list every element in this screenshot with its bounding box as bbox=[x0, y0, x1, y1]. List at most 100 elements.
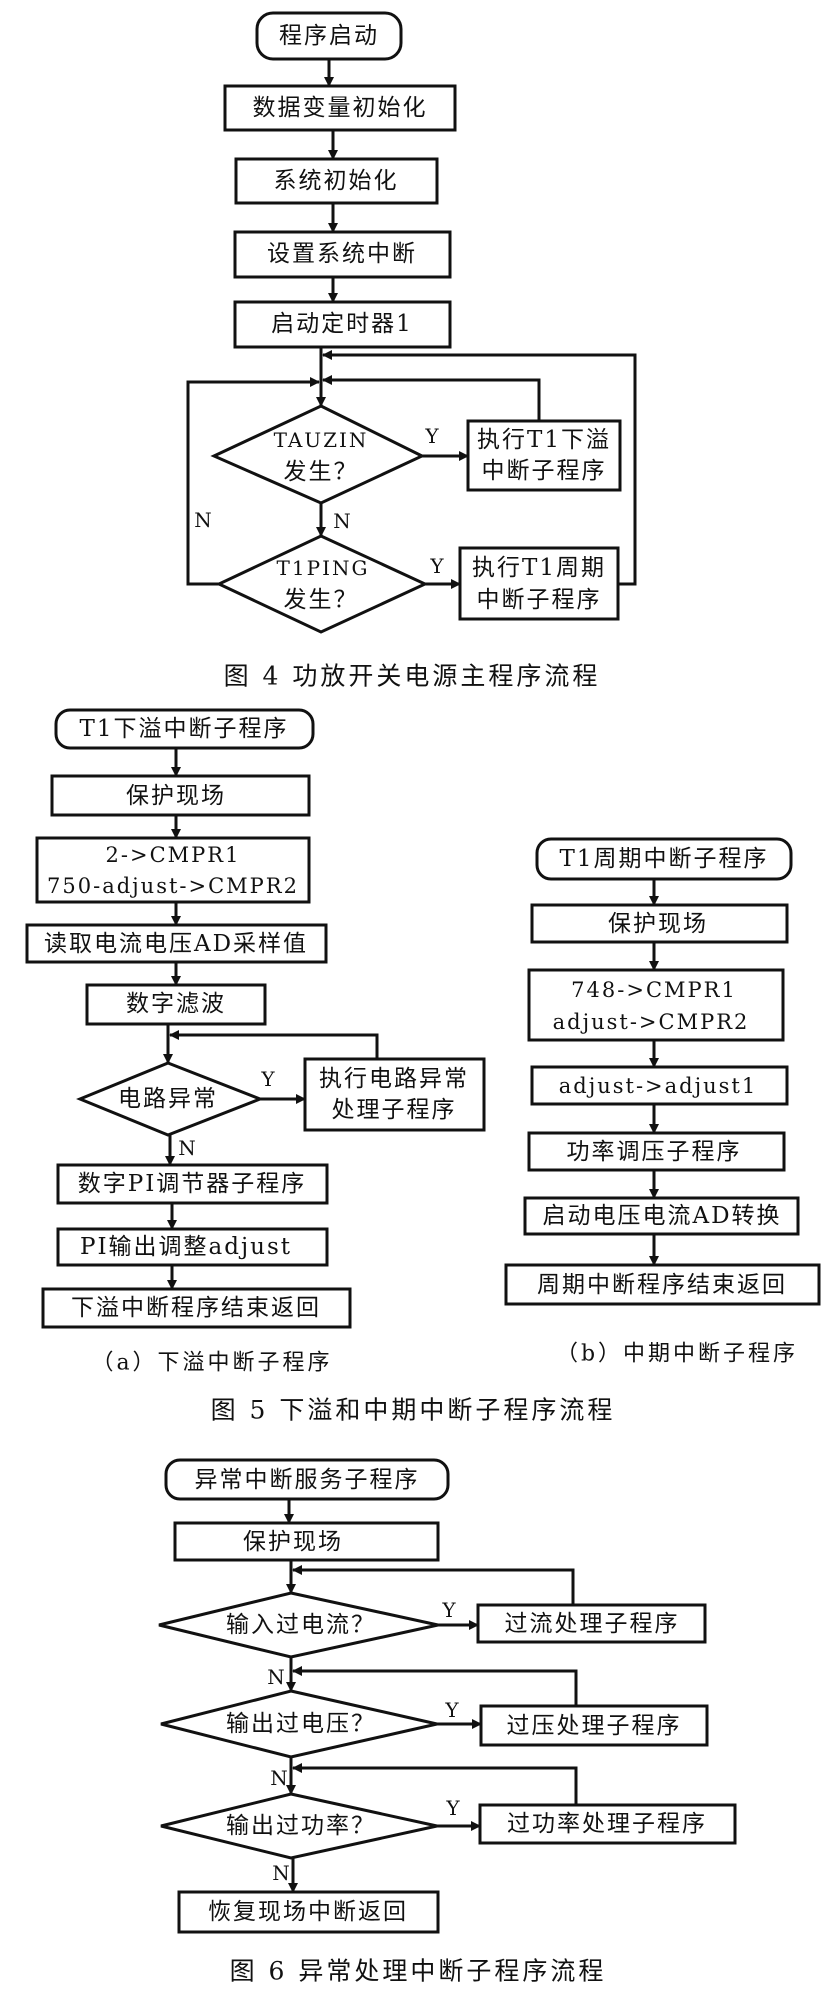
decision-label: 输出过电压？ bbox=[226, 1711, 376, 1737]
loop-arrow-outer bbox=[322, 350, 637, 586]
yes-label: Y bbox=[445, 1796, 460, 1820]
loop-arrow-no bbox=[186, 377, 320, 586]
process-label: adjust->CMPR2 bbox=[553, 1010, 750, 1034]
subfigure-caption: （b）中期中断子程序 bbox=[556, 1342, 798, 1367]
decision-label: TAUZIN bbox=[274, 428, 369, 452]
start-terminal bbox=[164, 1458, 450, 1501]
figure-caption: 图 6 异常处理中断子程序流程 bbox=[230, 1957, 607, 1986]
figure-5b: T1周期中断子程序 保护现场 748->CMPR1 adjust->CMPR2 … bbox=[504, 837, 821, 1367]
start-terminal bbox=[535, 837, 793, 881]
yes-label: Y bbox=[424, 424, 439, 448]
process-label: 过流处理子程序 bbox=[505, 1611, 680, 1637]
start-label: T1周期中断子程序 bbox=[560, 846, 769, 872]
start-label: 程序启动 bbox=[279, 23, 379, 49]
loop-arrow bbox=[292, 1763, 578, 1805]
process-box bbox=[476, 1603, 707, 1644]
decision-label: 发生？ bbox=[284, 459, 359, 485]
process-label: PI输出调整adjust bbox=[80, 1234, 292, 1260]
decision-label: 发生？ bbox=[284, 587, 359, 613]
loop-arrow bbox=[292, 1565, 575, 1605]
start-label: 异常中断服务子程序 bbox=[195, 1467, 420, 1493]
yes-label: Y bbox=[444, 1698, 459, 1722]
process-box bbox=[177, 1890, 440, 1934]
process-box bbox=[223, 84, 457, 132]
no-label: N bbox=[267, 1665, 285, 1689]
process-box bbox=[523, 1196, 800, 1236]
no-label: N bbox=[178, 1136, 196, 1160]
process-label: 保护现场 bbox=[126, 783, 226, 809]
decision-label: 输入过电流？ bbox=[226, 1612, 376, 1638]
process-label: adjust->adjust1 bbox=[559, 1074, 757, 1098]
process-label: 748->CMPR1 bbox=[571, 978, 737, 1002]
subfigure-caption: （a）下溢中断子程序 bbox=[91, 1351, 332, 1376]
process-label: 执行T1下溢 bbox=[477, 427, 611, 453]
decision-label: T1PING bbox=[277, 556, 370, 580]
yes-label: Y bbox=[260, 1067, 275, 1091]
process-box bbox=[56, 1227, 329, 1267]
process-label: 启动电压电流AD转换 bbox=[542, 1203, 781, 1229]
process-box bbox=[303, 1057, 486, 1132]
process-label: 执行电路异常 bbox=[319, 1066, 469, 1092]
process-label: 周期中断程序结束返回 bbox=[537, 1272, 787, 1298]
process-label: 中断子程序 bbox=[477, 587, 602, 613]
process-label: 处理子程序 bbox=[332, 1097, 457, 1123]
loop-arrow bbox=[292, 1666, 578, 1706]
decision-diamond bbox=[76, 1061, 265, 1137]
decision-diamond bbox=[215, 534, 429, 634]
process-box bbox=[233, 300, 452, 349]
no-label: N bbox=[272, 1861, 290, 1885]
decision-diamond bbox=[210, 404, 426, 505]
process-label: 过压处理子程序 bbox=[507, 1713, 682, 1739]
process-label: 保护现场 bbox=[243, 1529, 343, 1555]
figure-4: 程序启动 数据变量初始化 系统初始化 设置系统中断 启动定时器1 TAUZIN … bbox=[186, 11, 637, 691]
process-box bbox=[173, 1521, 440, 1562]
process-box bbox=[466, 419, 622, 492]
process-box bbox=[530, 1065, 789, 1106]
process-box bbox=[479, 1704, 709, 1747]
process-label: 启动定时器1 bbox=[271, 311, 413, 337]
process-label: 执行T1周期 bbox=[472, 555, 606, 581]
process-label: 功率调压子程序 bbox=[567, 1139, 742, 1165]
process-box bbox=[233, 230, 452, 279]
process-box bbox=[458, 546, 620, 621]
decision-diamond bbox=[160, 1792, 438, 1860]
figure-5a: T1下溢中断子程序 保护现场 2->CMPR1 750-adjust->CMPR… bbox=[25, 708, 486, 1376]
no-label: N bbox=[270, 1766, 288, 1790]
process-box bbox=[530, 903, 789, 944]
no-label: N bbox=[333, 509, 351, 533]
process-label: 下溢中断程序结束返回 bbox=[71, 1295, 321, 1321]
process-label: 保护现场 bbox=[608, 911, 708, 937]
process-box bbox=[25, 923, 328, 964]
process-box bbox=[85, 983, 267, 1026]
loop-arrow-inner bbox=[322, 375, 541, 421]
start-label: T1下溢中断子程序 bbox=[80, 716, 289, 742]
start-terminal bbox=[54, 708, 315, 750]
process-label: 750-adjust->CMPR2 bbox=[47, 874, 299, 898]
loop-arrow bbox=[169, 1030, 379, 1059]
decision-label: 输出过功率？ bbox=[226, 1813, 376, 1839]
process-label: 设置系统中断 bbox=[267, 241, 417, 267]
yes-label: Y bbox=[429, 554, 444, 578]
process-label: 2->CMPR1 bbox=[106, 843, 241, 867]
process-label: 数字滤波 bbox=[126, 991, 226, 1017]
figure-caption: 图 4 功放开关电源主程序流程 bbox=[224, 662, 601, 691]
yes-label: Y bbox=[441, 1598, 456, 1622]
process-box bbox=[478, 1803, 737, 1845]
process-box bbox=[41, 1287, 352, 1329]
figure-6: 异常中断服务子程序 保护现场 输入过电流？ Y 过流处理子程序 N 输出过电压？… bbox=[158, 1458, 737, 1986]
decision-label: 电路异常 bbox=[118, 1086, 218, 1112]
process-label: 中断子程序 bbox=[482, 458, 607, 484]
process-label: 系统初始化 bbox=[274, 168, 399, 194]
process-box bbox=[50, 774, 311, 817]
figure-caption: 图 5 下溢和中期中断子程序流程 bbox=[211, 1396, 616, 1425]
process-label: 数字PI调节器子程序 bbox=[78, 1171, 307, 1197]
process-label: 过功率处理子程序 bbox=[507, 1811, 707, 1837]
process-label: 读取电流电压AD采样值 bbox=[44, 931, 308, 957]
process-box bbox=[527, 1131, 786, 1172]
no-label: N bbox=[194, 508, 212, 532]
process-box bbox=[56, 1163, 329, 1205]
process-label: 恢复现场中断返回 bbox=[208, 1899, 408, 1925]
process-box bbox=[527, 968, 785, 1042]
process-box bbox=[504, 1263, 821, 1306]
